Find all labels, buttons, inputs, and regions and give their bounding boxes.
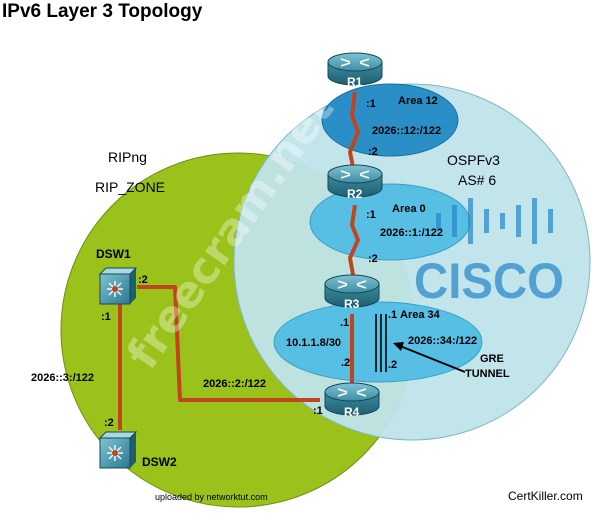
if-r4-right: .2 — [388, 359, 397, 371]
ospf-protocol-label: OSPFv3 — [447, 152, 500, 168]
tunnel-arrow — [399, 345, 466, 373]
area-0-ellipse — [309, 183, 471, 261]
rip-zone-label: RIP_ZONE — [95, 179, 165, 195]
if-r3-up: :2 — [368, 253, 378, 265]
if-r3-right: .1 — [388, 309, 397, 321]
cisco-logo: CISCO — [414, 253, 564, 309]
r3-label: R3 — [344, 297, 360, 311]
gre-tunnel — [375, 314, 387, 372]
cisco-logo-bars — [436, 198, 553, 244]
if-r3-left: .1 — [340, 317, 349, 329]
rip-protocol-label: RIPng — [108, 149, 147, 165]
link-r4-prefix: 2026::2:/122 — [203, 378, 266, 390]
if-r4-rip: :1 — [313, 405, 323, 417]
switch-dsw2[interactable] — [99, 431, 137, 469]
link-dsw1-r4 — [137, 285, 320, 402]
area-34-ipv4: 10.1.1.8/30 — [286, 337, 341, 349]
if-r2-up: :2 — [368, 146, 378, 158]
link-r2-r3 — [348, 204, 360, 281]
page-title: IPv6 Layer 3 Topology — [2, 1, 203, 22]
upload-credit: uploaded by networktut.com — [155, 492, 268, 502]
link-dsw-prefix: 2026::3:/122 — [31, 372, 94, 384]
if-r2-down: :1 — [366, 209, 376, 221]
area-34-ellipse — [273, 301, 483, 383]
area-12-prefix: 2026::12:/122 — [372, 125, 441, 137]
if-dsw1-right: :2 — [138, 274, 148, 286]
r2-label: R2 — [347, 187, 363, 201]
if-dsw2-up: :2 — [104, 417, 114, 429]
if-r4-left: .2 — [341, 357, 350, 369]
ospf-as-label: AS# 6 — [458, 172, 496, 188]
if-dsw1-down: :1 — [101, 311, 111, 323]
area-0-name: Area 0 — [392, 203, 426, 215]
r4-label: R4 — [344, 405, 360, 419]
dsw1-label: DSW1 — [96, 247, 131, 261]
tunnel-label-gre: GRE — [480, 353, 504, 365]
area-0-prefix: 2026::1:/122 — [380, 227, 443, 239]
area-34-name: Area 34 — [400, 309, 441, 321]
if-r1-down: :1 — [366, 98, 376, 110]
site-credit: CertKiller.com — [508, 489, 583, 503]
r1-label: R1 — [347, 75, 363, 89]
area-12-name: Area 12 — [398, 95, 438, 107]
link-r1-r2 — [348, 91, 360, 173]
area-34-prefix: 2026::34:/122 — [408, 335, 477, 347]
tunnel-label-tunnel: TUNNEL — [465, 368, 510, 380]
dsw2-label: DSW2 — [142, 455, 177, 469]
switch-dsw1[interactable] — [99, 267, 137, 305]
